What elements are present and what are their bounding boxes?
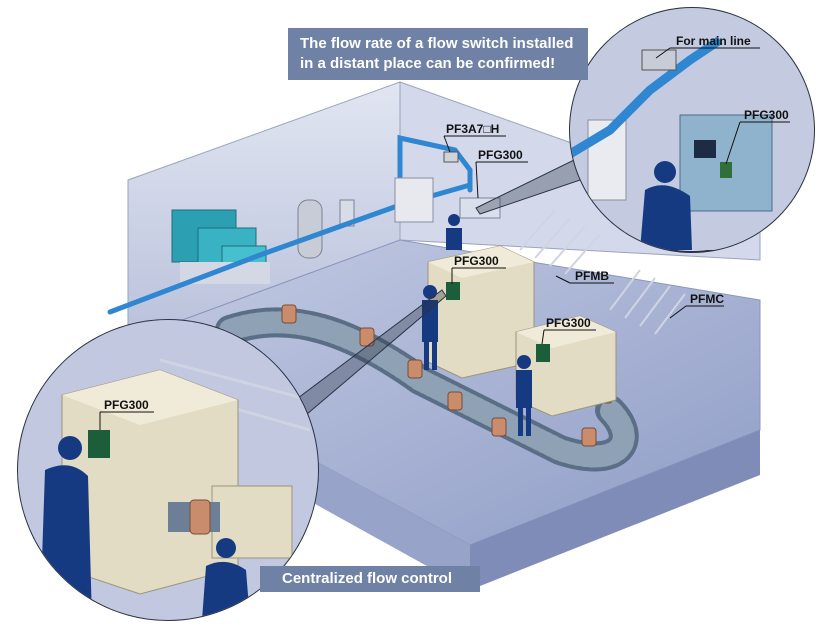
label-pfg300-center: PFG300 — [454, 254, 499, 268]
label-leaders — [99, 47, 790, 430]
label-pfg300-top: PFG300 — [478, 148, 523, 162]
banner-line-1: The flow rate of a flow switch installed — [300, 35, 574, 52]
pfmc-branch-pipes — [609, 269, 686, 335]
zoom-circle-main-line — [569, 7, 815, 253]
label-pf3a7: PF3A7□H — [446, 122, 499, 136]
conveyor-belt — [215, 307, 639, 472]
pfg300-monitor-top — [459, 197, 501, 219]
label-pfmb: PFMB — [575, 269, 609, 283]
label-pfg300-right: PFG300 — [546, 316, 591, 330]
pfmb-branch-pipes — [519, 209, 601, 275]
label-for-main-line: For main line — [676, 34, 751, 48]
label-pfg300-left-zoom: PFG300 — [104, 398, 149, 412]
banner-line-2: in a distant place can be confirmed! — [300, 55, 556, 72]
air-tank — [297, 199, 355, 259]
info-banner-centralized: Centralized flow control — [260, 566, 480, 592]
pf3a7-unit — [394, 151, 459, 223]
label-pfg300-zoom: PFG300 — [744, 108, 789, 122]
info-banner-remote-check: The flow rate of a flow switch installed… — [288, 28, 588, 80]
worker-figures — [422, 214, 532, 436]
machine-right — [515, 315, 617, 417]
label-pfmc: PFMC — [690, 292, 724, 306]
zoom-circle-centralized — [17, 319, 319, 621]
